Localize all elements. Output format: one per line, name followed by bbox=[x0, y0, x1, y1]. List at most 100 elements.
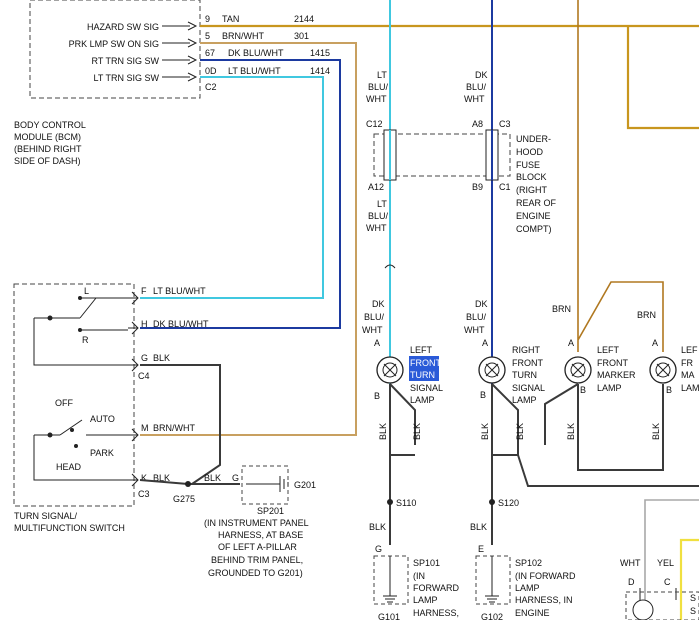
blk-l5: BLK bbox=[566, 423, 576, 440]
lamp-rfm-label-3: MA bbox=[681, 370, 695, 380]
bcm-pin-0d: 0D bbox=[205, 66, 217, 76]
fb-wire-right-2: BLU/ bbox=[466, 82, 487, 92]
wire-brnwht-color: BRN/WHT bbox=[222, 31, 264, 41]
sp201-note-5: GROUNDED TO G201) bbox=[208, 568, 303, 578]
lamp-lft-label-5: LAMP bbox=[410, 395, 435, 405]
switch-pin-h: H bbox=[141, 319, 148, 329]
wire-ltblu-1414: LT BLU/WHT 1414 bbox=[140, 66, 330, 299]
wire-ltblu-circuit: 1414 bbox=[310, 66, 330, 76]
bcm-signal-lt: LT TRN SIG SW bbox=[93, 73, 159, 83]
lamp-left-wire-2: BLU/ bbox=[364, 312, 385, 322]
lamp-left-wire-1: DK bbox=[372, 299, 385, 309]
switch-label-2: MULTIFUNCTION SWITCH bbox=[14, 523, 125, 533]
g275-label: G275 bbox=[173, 494, 195, 504]
fuse-block-wire-labels: LT BLU/ WHT DK BLU/ WHT bbox=[366, 70, 488, 104]
bottom-right-component: WHT YEL D C S S bbox=[620, 538, 699, 620]
lamp-left-wire-3: WHT bbox=[362, 325, 383, 335]
sp101-note-3: LAMP bbox=[413, 595, 438, 605]
sp102-note-2: LAMP bbox=[515, 583, 540, 593]
blk-l3: BLK bbox=[480, 423, 490, 440]
bcm-pin-9: 9 bbox=[205, 14, 210, 24]
fb-label-4: BLOCK bbox=[516, 172, 547, 182]
lamp-lfm-label-1: LEFT bbox=[597, 345, 620, 355]
turn-signal-multifunction-switch: L R OFF AUTO PARK HEAD F H G M K LT BLU/… bbox=[13, 283, 209, 533]
lamp-right-wire-2: BLU/ bbox=[466, 312, 487, 322]
bcm-signal-prklmp: PRK LMP SW ON SIG bbox=[69, 39, 159, 49]
underhood-fuse-block: C12 A8 C3 A12 B9 C1 UNDER- HOOD FUSE BLO… bbox=[366, 119, 557, 234]
brn-label-1: BRN bbox=[552, 304, 571, 314]
sp201-note-2: HARNESS, AT BASE bbox=[218, 530, 303, 540]
fb-pin-a12: A12 bbox=[368, 182, 384, 192]
fb-below-left-3: WHT bbox=[366, 223, 387, 233]
wire-ltblu-color: LT BLU/WHT bbox=[228, 66, 281, 76]
lamp-lft-highlight bbox=[409, 356, 439, 381]
switch-pin-k: K bbox=[141, 473, 147, 483]
lamp-lfm-label-2: FRONT bbox=[597, 358, 628, 368]
lamp-right-front-turn: A B RIGHT FRONT TURN SIGNAL LAMP bbox=[478, 338, 545, 405]
sp102-note-1: (IN FORWARD bbox=[515, 571, 576, 581]
fb-pin-a8: A8 bbox=[472, 119, 483, 129]
wire-gray-right bbox=[644, 499, 699, 620]
switch-off: OFF bbox=[55, 398, 73, 408]
lamp-lfm-pin-b: B bbox=[580, 385, 586, 395]
fb-below-left-2: BLU/ bbox=[368, 211, 389, 221]
wire-dkblu-1415: DK BLU/WHT 1415 bbox=[140, 48, 341, 329]
wire-tan-circuit: 2144 bbox=[294, 14, 314, 24]
fb-label-5: (RIGHT bbox=[516, 185, 547, 195]
yel-label: YEL bbox=[657, 558, 674, 568]
switch-wire-k: BLK bbox=[153, 473, 170, 483]
lamp-lft-label-1: LEFT bbox=[410, 345, 433, 355]
s120-label: S120 bbox=[498, 498, 519, 508]
fb-wire-left-3: WHT bbox=[366, 94, 387, 104]
wire-tan-2144: TAN 2144 bbox=[200, 14, 699, 130]
fb-pin-b9: B9 bbox=[472, 182, 483, 192]
switch-pos-l: L bbox=[84, 286, 89, 296]
wire-brn-markers bbox=[577, 130, 664, 352]
wire-brnwht-301: BRN/WHT 301 bbox=[140, 31, 357, 436]
wire-brnwht-circuit: 301 bbox=[294, 31, 309, 41]
fb-label-6: REAR OF bbox=[516, 198, 557, 208]
sp101-note-2: FORWARD bbox=[413, 583, 459, 593]
sp201-g: G bbox=[232, 473, 239, 483]
lamp-left-front-marker: A B LEFT FRONT MARKER LAMP bbox=[564, 338, 636, 395]
lamp-rft-label-2: FRONT bbox=[512, 358, 543, 368]
switch-wire-h: DK BLU/WHT bbox=[153, 319, 209, 329]
fb-label-2: HOOD bbox=[516, 147, 544, 157]
s110-label: S110 bbox=[396, 498, 416, 508]
wht-label: WHT bbox=[620, 558, 641, 568]
lamp-lfm-pin-a: A bbox=[568, 338, 574, 348]
g102-label: G102 bbox=[481, 612, 503, 620]
bcm-pin-67: 67 bbox=[205, 48, 215, 58]
switch-auto: AUTO bbox=[90, 414, 115, 424]
lamp-ground-wires bbox=[389, 383, 699, 545]
switch-wire-g: BLK bbox=[153, 353, 170, 363]
blk-l2: BLK bbox=[412, 423, 422, 440]
bcm-connector-c2: C2 bbox=[205, 82, 217, 92]
lamp-rft-pin-a: A bbox=[482, 338, 488, 348]
lamp-rfm-label-2: FR bbox=[681, 358, 693, 368]
blk-l6: BLK bbox=[651, 423, 661, 440]
sp102-note-3: HARNESS, IN bbox=[515, 595, 573, 605]
s110-blk: BLK bbox=[369, 522, 386, 532]
fb-wire-left-2: BLU/ bbox=[368, 82, 389, 92]
lamp-lft-label-4: SIGNAL bbox=[410, 383, 443, 393]
sp102-e: E bbox=[478, 544, 484, 554]
g275-blk: BLK bbox=[204, 473, 221, 483]
bcm-pin-5: 5 bbox=[205, 31, 210, 41]
pin-d-label: D bbox=[628, 577, 635, 587]
lamp-lfm-label-3: MARKER bbox=[597, 370, 636, 380]
wire-tan-color: TAN bbox=[222, 14, 239, 24]
ground-sp201: G275 BLK G G201 SP201 (IN INSTRUMENT PAN… bbox=[173, 465, 316, 578]
switch-pin-m: M bbox=[141, 423, 149, 433]
fb-below-left-1: LT bbox=[377, 199, 387, 209]
fb-pin-c1: C1 bbox=[499, 182, 511, 192]
fb-label-8: COMPT) bbox=[516, 224, 552, 234]
g201-label: G201 bbox=[294, 480, 316, 490]
bcm-label-4: SIDE OF DASH) bbox=[14, 156, 81, 166]
sp101-label: SP101 bbox=[413, 558, 440, 568]
fb-pin-c12: C12 bbox=[366, 119, 383, 129]
lamp-right-wire-1: DK bbox=[475, 299, 488, 309]
fb-wire-left-1: LT bbox=[377, 70, 387, 80]
lamp-rfm-label-4: LAM bbox=[681, 383, 699, 393]
